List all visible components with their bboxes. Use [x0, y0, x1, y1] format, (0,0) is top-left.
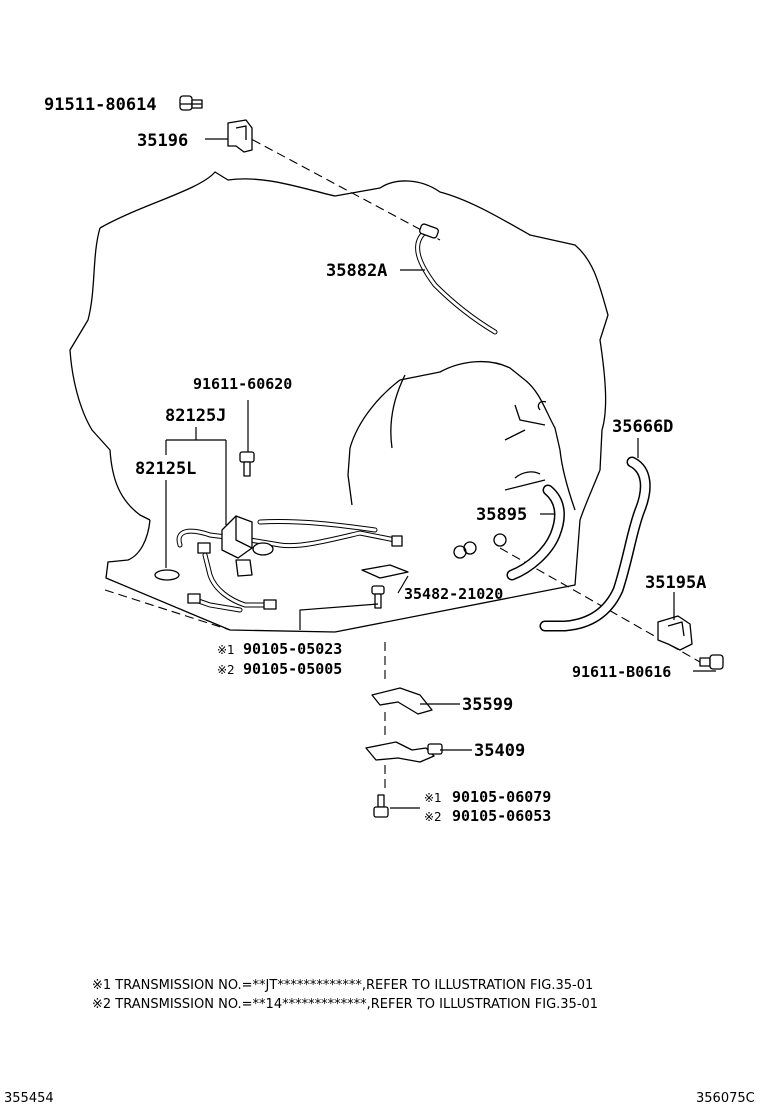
bolt-90105-06079-icon	[373, 794, 389, 818]
label-90105-05005: 90105-05005	[243, 660, 342, 678]
footnote-2: ※2 TRANSMISSION NO.=**14*************,RE…	[92, 997, 598, 1012]
hose-35666d-icon	[539, 456, 651, 632]
bolt-90105-05023-icon	[371, 585, 385, 609]
wire-harness-82125j-icon	[176, 515, 403, 613]
footnote-1: ※1 TRANSMISSION NO.=**JT*************,RE…	[92, 978, 593, 993]
clamp-35195a-icon	[657, 615, 693, 651]
label-90105-06053: 90105-06053	[452, 807, 551, 825]
label-35409: 35409	[474, 741, 525, 761]
o-ring-82125l-icon	[154, 569, 180, 581]
label-91611-b0616: 91611-B0616	[572, 663, 671, 681]
label-90105-06079: 90105-06079	[452, 788, 551, 806]
label-35196: 35196	[137, 131, 188, 151]
label-82125l: 82125L	[135, 459, 196, 479]
label-82125j: 82125J	[165, 406, 226, 426]
footer-left-ref: 355454	[4, 1091, 54, 1106]
assembly-guide-lines	[104, 132, 701, 790]
label-35895: 35895	[476, 505, 527, 525]
breather-hose-35882a-icon	[415, 223, 498, 335]
hose-35895-icon	[506, 484, 565, 581]
clamp-35196-icon	[227, 119, 253, 153]
label-91511-80614: 91511-80614	[44, 95, 157, 115]
bolt-91611-b0616-icon	[699, 654, 724, 670]
bolt-91611-60620-icon	[239, 400, 255, 477]
label-90105-05023: 90105-05023	[243, 640, 342, 658]
leader-lines	[165, 103, 716, 809]
marker-2-05005: ※2	[217, 663, 235, 677]
label-35666d: 35666D	[612, 417, 673, 437]
transmission-housing	[69, 171, 609, 633]
marker-2-06053: ※2	[424, 810, 442, 824]
label-35195a: 35195A	[645, 573, 706, 593]
bracket-35409-icon	[365, 741, 443, 763]
marker-1-05023: ※1	[217, 643, 235, 657]
bracket-35599-icon	[371, 687, 433, 715]
label-91611-60620: 91611-60620	[193, 375, 292, 393]
bracket-35482-icon	[361, 564, 409, 579]
label-35482-21020: 35482-21020	[404, 585, 503, 603]
label-35599: 35599	[462, 695, 513, 715]
footer-right-ref: 356075C	[696, 1091, 755, 1106]
bolt-91511-icon	[179, 95, 203, 111]
part-labels: 91511-80614 35196 35882A 91611-60620 821…	[44, 95, 706, 825]
label-35882a: 35882A	[326, 261, 387, 281]
marker-1-06079: ※1	[424, 791, 442, 805]
footnotes: ※1 TRANSMISSION NO.=**JT*************,RE…	[92, 978, 598, 1012]
